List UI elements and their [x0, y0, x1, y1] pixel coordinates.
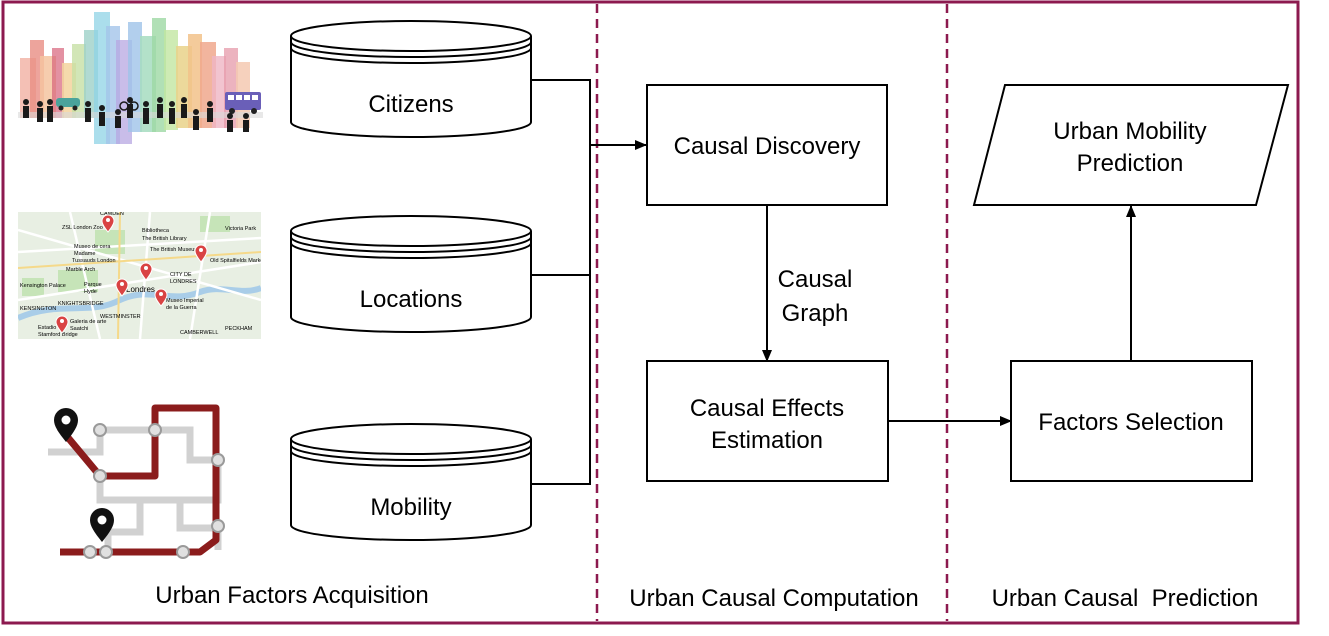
map-label-knightsbridge: KNIGHTSBRIDGE	[58, 301, 104, 307]
section-caption-computation: Urban Causal Computation	[629, 585, 919, 612]
outer-frame	[1, 0, 1300, 625]
map-label-british-library: The British Library	[142, 236, 187, 242]
citizens-database: Citizens	[290, 20, 532, 138]
database-merge-connector	[531, 79, 591, 485]
section-caption-acquisition: Urban Factors Acquisition	[155, 582, 428, 609]
causal-effects-label-line2: Estimation	[711, 427, 823, 454]
factors-selection-box: Factors Selection	[1010, 360, 1253, 482]
route-pin-icon	[90, 508, 114, 542]
causal-effects-label-line1: Causal Effects	[690, 395, 844, 422]
map-label-westminster: WESTMINSTER	[100, 314, 141, 320]
causal-discovery-box: Causal Discovery	[646, 84, 888, 206]
map-label-kensington: KENSINGTON	[20, 306, 56, 312]
causal-graph-label-line2: Graph	[782, 300, 849, 327]
map-label-stamford: Stamford Bridge	[38, 332, 78, 338]
prediction-label-line2: Prediction	[1077, 150, 1184, 177]
map-label-saatchi: Saatchi	[70, 326, 88, 332]
map-label-camden: CAMDEN	[100, 211, 124, 217]
map-label-madame: Madame	[74, 251, 95, 257]
causal-graph-label-line1: Causal	[778, 266, 853, 293]
map-label-parque: Parque	[84, 282, 102, 288]
map-pin-icon	[115, 278, 129, 297]
map-label-peckham: PECKHAM	[225, 326, 253, 332]
citizens-label: Citizens	[368, 91, 453, 118]
mobility-label: Mobility	[370, 494, 451, 521]
map-label-londres-city: LONDRES	[170, 279, 197, 285]
section-caption-prediction: Urban Causal Prediction	[992, 585, 1259, 612]
map-label-camberwell: CAMBERWELL	[180, 330, 218, 336]
causal-effects-box: Causal Effects Estimation	[646, 360, 889, 482]
map-label-galeria: Galeria de arte	[70, 319, 106, 325]
route-pin-icon	[54, 408, 78, 442]
map-label-spitalfields: Old Spitalfields Market	[210, 258, 265, 264]
causal-discovery-label: Causal Discovery	[674, 133, 861, 160]
prediction-label-line1: Urban Mobility	[1053, 118, 1206, 145]
map-pin-icon	[101, 214, 115, 233]
map-pin-icon	[194, 244, 208, 263]
locations-database: Locations	[290, 215, 532, 333]
map-label-bibliotheca: Bibliotheca	[142, 228, 170, 234]
map-pin-icon	[139, 262, 153, 281]
locations-map: ZSL London Zoo Bibliotheca The British L…	[18, 211, 265, 339]
map-pin-icon	[55, 315, 69, 334]
map-pin-icon	[154, 288, 168, 307]
map-label-marble-arch: Marble Arch	[66, 267, 95, 273]
map-label-hyde: Hyde	[84, 289, 97, 295]
mobility-prediction-output: Urban Mobility Prediction	[972, 84, 1290, 206]
mobility-routes	[48, 404, 225, 559]
factors-selection-label: Factors Selection	[1038, 409, 1223, 436]
map-label-museo-imperial: Museo Imperial	[166, 298, 204, 304]
map-label-estadio: Estadio	[38, 325, 56, 331]
map-label-zoo: ZSL London Zoo	[62, 225, 103, 231]
map-label-tussauds: Tussauds London	[72, 258, 116, 264]
map-label-kensington-palace: Kensington Palace	[20, 283, 66, 289]
map-label-guerra: de la Guerra	[166, 305, 198, 311]
map-label-british-museum: The British Museum	[150, 247, 199, 253]
map-label-museo-de-cera: Museo de cera	[74, 244, 111, 250]
citizens-illustration	[18, 12, 263, 144]
map-label-city-de: CITY DE	[170, 272, 192, 278]
map-label-londres: Londres	[126, 285, 155, 294]
map-label-victoria-park: Victoria Park	[225, 226, 256, 232]
mobility-database: Mobility	[290, 423, 532, 541]
locations-label: Locations	[360, 286, 463, 313]
